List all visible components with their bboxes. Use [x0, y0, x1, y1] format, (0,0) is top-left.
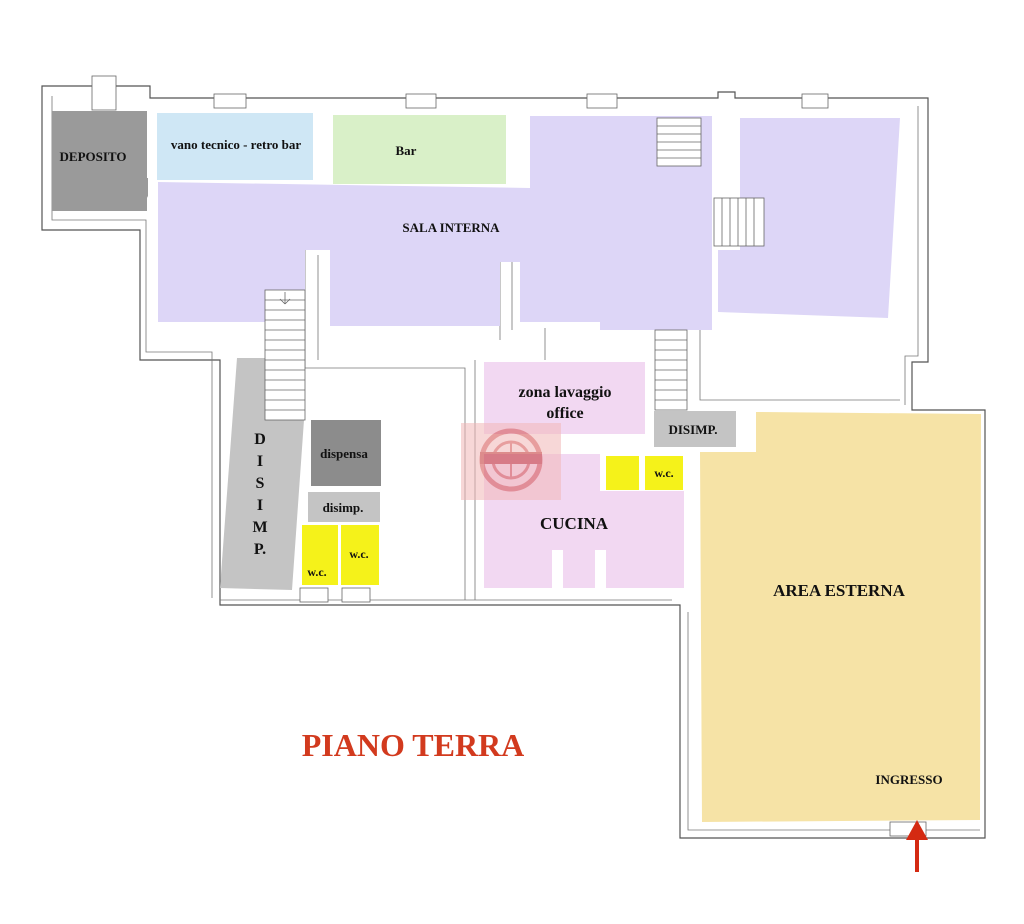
label-zona-lavaggio-2: office — [546, 405, 583, 422]
room-vano-tecnico — [157, 113, 313, 180]
room-dispensa — [311, 420, 381, 486]
room-wc-cucina-b — [645, 456, 683, 490]
room-zona-lavaggio — [484, 362, 645, 434]
room-wc-left-2 — [341, 525, 379, 585]
label-wc-left-2: w.c. — [349, 547, 368, 561]
label-deposito: DEPOSITO — [60, 149, 127, 164]
label-disimp-vertical-letter: M — [252, 519, 267, 536]
room-wc-cucina-a — [606, 456, 639, 490]
globe-logo-icon — [461, 423, 561, 500]
label-wc-left-1: w.c. — [307, 565, 326, 579]
label-disimp-vertical-letter: S — [256, 475, 265, 492]
room-disimp-small — [308, 492, 380, 522]
label-sala-interna: SALA INTERNA — [402, 220, 500, 235]
room-area-esterna — [700, 412, 981, 822]
label-disimp-vertical-letter: I — [257, 453, 263, 470]
label-disimp-vertical: D I S I M P. — [252, 431, 267, 558]
stair-top-right — [656, 117, 702, 167]
label-bar: Bar — [396, 143, 417, 158]
label-cucina: CUCINA — [540, 514, 609, 533]
stair-center — [654, 329, 688, 411]
room-disimp-right — [654, 411, 736, 447]
label-disimp-vertical-letter: I — [257, 497, 263, 514]
label-disimp-vertical-letter: D — [254, 431, 266, 448]
label-vano-tecnico: vano tecnico - retro bar — [171, 137, 301, 152]
label-zona-lavaggio-1: zona lavaggio — [519, 384, 612, 401]
label-area-esterna: AREA ESTERNA — [773, 581, 906, 600]
room-disimp-vertical — [220, 358, 304, 590]
entrance-arrow-icon — [906, 820, 928, 872]
label-ingresso: INGRESSO — [875, 772, 942, 787]
label-wc-cucina: w.c. — [654, 466, 673, 480]
room-deposito-corner — [130, 178, 148, 211]
plan-title: PIANO TERRA — [302, 727, 525, 763]
label-disimp-small: disimp. — [323, 500, 364, 515]
room-wc-left-1 — [302, 525, 338, 585]
room-bar — [333, 115, 506, 184]
stair-right-wing — [713, 197, 765, 247]
room-sala-interna — [158, 116, 712, 330]
room-sala-interna-wing — [718, 118, 900, 318]
stair-left — [264, 289, 306, 421]
label-disimp-vertical-letter: P. — [254, 541, 266, 558]
label-disimp-right: DISIMP. — [668, 422, 717, 437]
label-dispensa: dispensa — [320, 446, 368, 461]
